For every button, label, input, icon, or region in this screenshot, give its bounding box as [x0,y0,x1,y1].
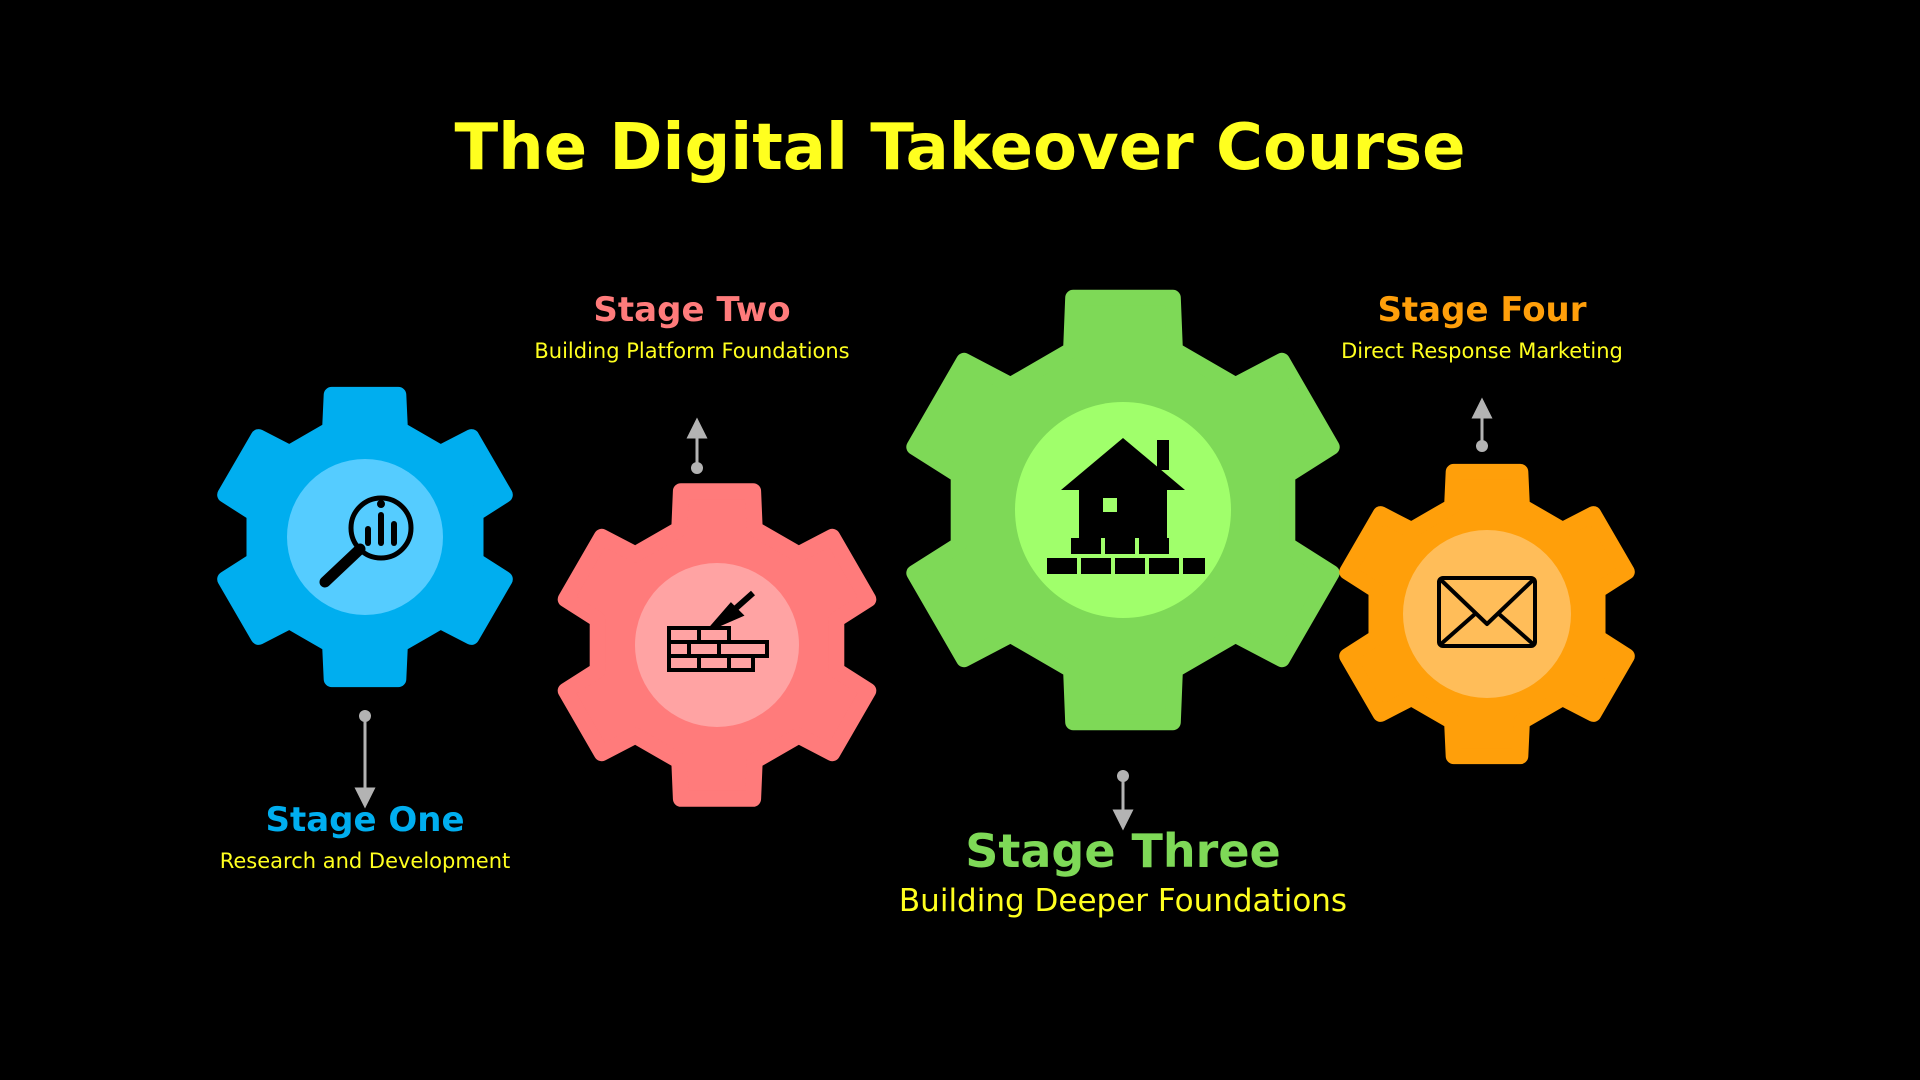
stage-four-name: Stage Four [1377,290,1587,330]
stage-three-description: Building Deeper Foundations [898,883,1348,919]
house-bricks-icon [1047,438,1205,574]
trowel-bricks-icon [667,590,769,672]
stage-two-gear [557,483,877,807]
stage-three-label: Stage Three Building Deeper Foundations [899,823,1347,921]
stage-four-gear [1339,463,1635,765]
stage-two-connector-dot [691,462,703,474]
stage-two-description: Building Platform Foundations [534,339,850,363]
gear-hub [1403,530,1571,698]
stage-one-name: Stage One [265,800,465,840]
stage-four-connector-dot [1476,440,1488,452]
stage-two-label: Stage Two Building Platform Foundations [534,288,849,366]
stage-three-connector-dot [1117,770,1129,782]
stage-three-gear [906,289,1340,731]
magnifier-chart-icon [319,495,414,588]
stage-two-name: Stage Two [593,290,791,330]
stage-one-connector-dot [359,710,371,722]
stage-one-gear [217,386,513,688]
stage-one-label: Stage One Research and Development [220,798,511,876]
page-title: The Digital Takeover Course [454,111,1466,185]
stage-four-label: Stage Four Direct Response Marketing [1341,288,1623,366]
stage-one-description: Research and Development [219,849,511,873]
stage-four-description: Direct Response Marketing [1341,339,1623,363]
envelope-icon [1437,576,1537,648]
stage-three-name: Stage Three [965,824,1281,878]
